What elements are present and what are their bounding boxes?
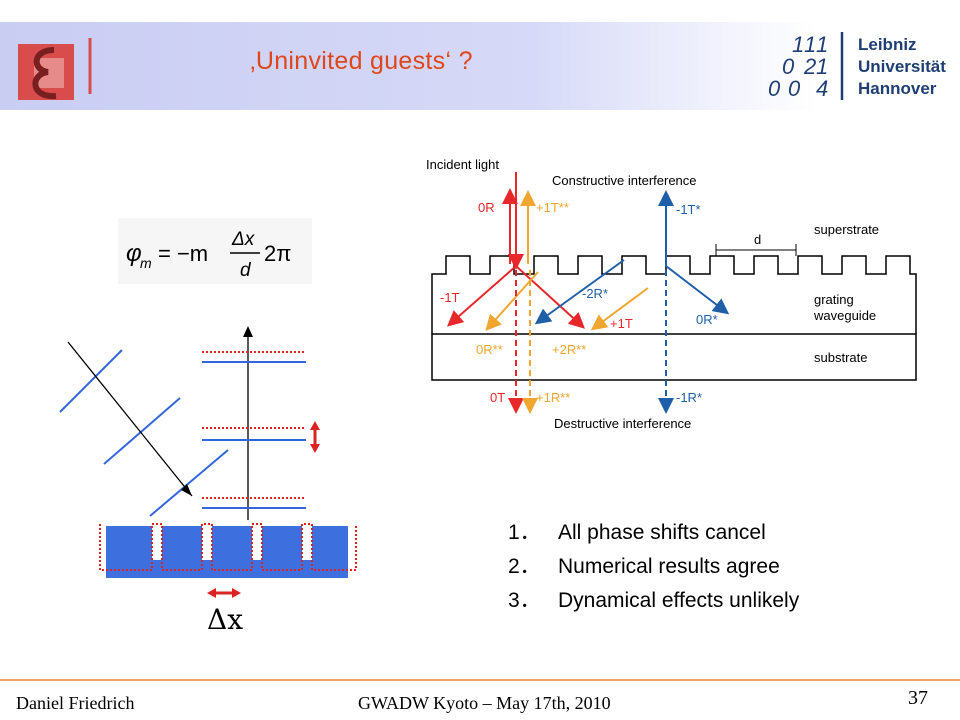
grating-phase-sketch — [59, 326, 357, 598]
list-item: 3． Dynamical effects unlikely — [508, 584, 799, 618]
formula-phi: φ — [126, 240, 142, 267]
beam-label-minus1t: -1T — [440, 290, 460, 305]
substrate-label: substrate — [814, 350, 867, 365]
university-name-line3: Hannover — [858, 79, 937, 98]
list-item-number: 3． — [508, 589, 541, 612]
formula-denominator: d — [240, 260, 252, 281]
formula-eq: = −m — [158, 241, 208, 266]
slide-title: ‚Uninvited guests‘ ? — [250, 47, 473, 75]
list-item: 1． All phase shifts cancel — [508, 516, 799, 550]
university-logo: 1 1 1 0 2 1 0 0 4 — [768, 32, 844, 101]
beam-label-0r-s: 0R* — [696, 312, 718, 327]
beam-label-minus1t-s: -1T* — [676, 202, 701, 217]
beam-label-minus2r-s: -2R* — [582, 286, 608, 301]
delta-x-label: Δx — [207, 603, 244, 636]
grating-interference-diagram: d Incident light Constructive interferen… — [426, 157, 917, 431]
page-number: 37 — [908, 687, 928, 709]
beam-label-plus1r-dd: +1R** — [536, 390, 570, 405]
beam-label-plus2r-dd: +2R** — [552, 342, 586, 357]
university-name: Leibniz Universität Hannover — [858, 34, 946, 100]
logo-digit: 1 — [804, 32, 816, 57]
logo-digit: 4 — [816, 76, 828, 101]
footer-conference: GWADW Kyoto – May 17th, 2010 — [358, 693, 611, 713]
list-item-text: All phase shifts cancel — [558, 521, 766, 544]
logo-digit: 0 — [782, 54, 795, 79]
beam-label-minus1r-s: -1R* — [676, 390, 702, 405]
period-label: d — [754, 232, 761, 247]
logo-digit: 1 — [816, 32, 828, 57]
formula-sub: m — [140, 255, 152, 271]
university-name-line2: Universität — [858, 57, 946, 76]
superstrate-label: superstrate — [814, 222, 879, 237]
beam-label-0r: 0R — [478, 200, 495, 215]
destructive-label: Destructive interference — [554, 416, 691, 431]
header-band — [0, 22, 960, 110]
beam-label-0t: 0T — [490, 390, 505, 405]
logo-digit: 0 — [768, 76, 781, 101]
beam-label-plus1t-dd: +1T** — [536, 200, 569, 215]
logo-digit: 1 — [792, 32, 804, 57]
logo-digit: 1 — [816, 54, 828, 79]
footer-author: Daniel Friedrich — [16, 693, 135, 713]
institute-logo — [18, 38, 92, 100]
list-item-text: Dynamical effects unlikely — [558, 589, 800, 612]
grating-label: grating — [814, 292, 854, 307]
phase-formula: φ m = −m Δx d 2π — [118, 218, 312, 284]
incident-light-label: Incident light — [426, 157, 499, 172]
university-name-line1: Leibniz — [858, 35, 917, 54]
footer-divider — [0, 679, 960, 681]
logo-digit: 0 — [788, 76, 801, 101]
beam-label-0r-dd: 0R** — [476, 342, 503, 357]
list-item-text: Numerical results agree — [558, 555, 780, 578]
conclusion-list: 1． All phase shifts cancel 2． Numerical re… — [508, 516, 799, 618]
waveguide-label: waveguide — [813, 308, 876, 323]
list-item-number: 1． — [508, 521, 541, 544]
formula-numerator: Δx — [231, 229, 256, 250]
list-item: 2． Numerical results agree — [508, 550, 799, 584]
logo-digit: 2 — [803, 54, 816, 79]
formula-tail: 2π — [264, 241, 291, 266]
beam-label-plus1t: +1T — [610, 316, 633, 331]
constructive-label: Constructive interference — [552, 173, 697, 188]
list-item-number: 2． — [508, 555, 541, 578]
